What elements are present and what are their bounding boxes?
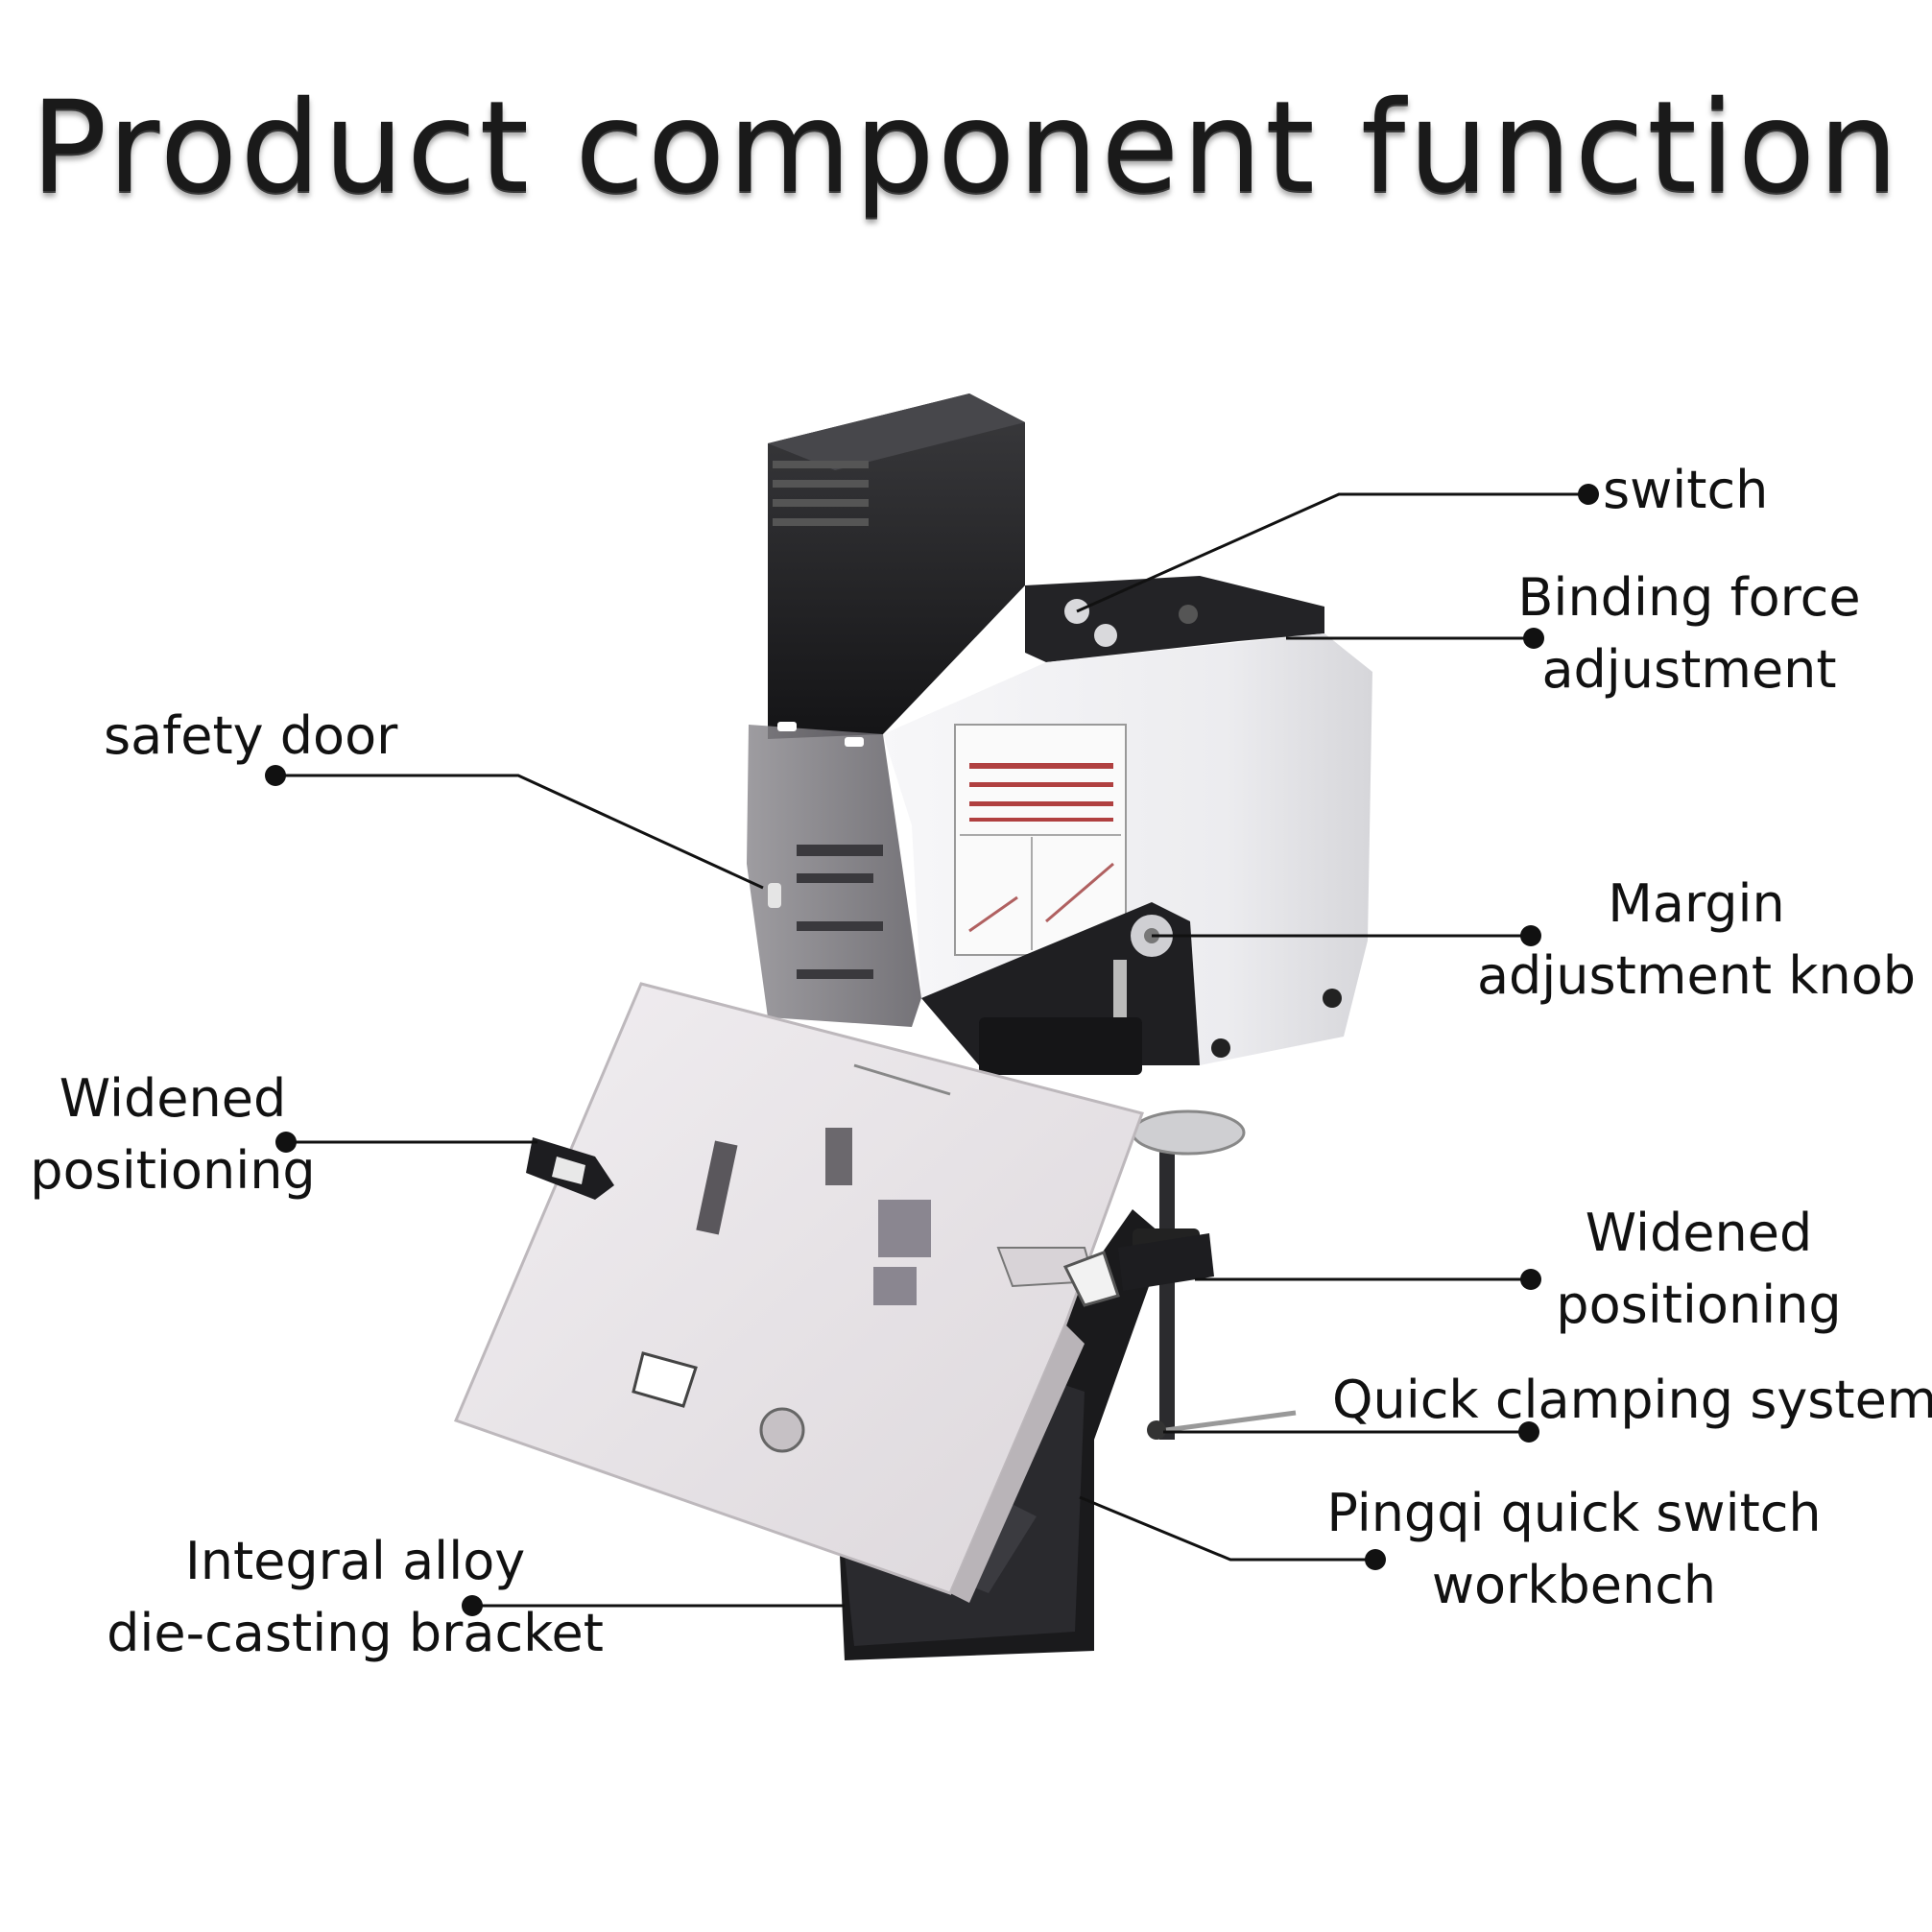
label-widened-left-line2: positioning (30, 1139, 316, 1201)
left-positioning-clip (526, 1137, 614, 1200)
switch-leader (1076, 492, 1588, 613)
widened-left-dot (275, 1132, 297, 1153)
widened-right-dot (1520, 1269, 1541, 1290)
housing-screw (1323, 989, 1342, 1008)
quick-clamping-dot (1518, 1421, 1539, 1443)
right-positioning-clip (1062, 1233, 1214, 1307)
vent-grille (773, 461, 869, 526)
safety-door-leader (275, 774, 764, 890)
pingqi-dot (1365, 1549, 1386, 1570)
label-widened-right-line1: Widened (1585, 1203, 1813, 1263)
label-widened-left-line1: Widened (59, 1068, 287, 1129)
label-pingqi: Pingqi quick switch workbench (1320, 1478, 1828, 1621)
pingqi-leader (1079, 1495, 1375, 1562)
binding-force-knob (1094, 624, 1117, 647)
label-widened-left: Widened positioning (19, 1063, 326, 1206)
label-margin-knob: Margin adjustment knob (1468, 869, 1924, 1012)
binding-force-dot (1523, 628, 1544, 649)
label-pingqi-line2: workbench (1431, 1554, 1717, 1615)
warning-label (954, 724, 1127, 956)
label-binding-force: Binding force adjustment (1497, 562, 1881, 705)
label-margin-knob-line1: Margin (1608, 873, 1785, 934)
leader-dots (265, 484, 1599, 1616)
margin-knob-dot (1520, 925, 1541, 946)
label-safety-door: safety door (104, 705, 398, 766)
label-binding-force-line1: Binding force (1517, 567, 1861, 628)
workbench-plate (453, 982, 1144, 1603)
label-widened-right: Widened positioning (1545, 1198, 1852, 1341)
safety-door-dot (265, 765, 286, 786)
bracket-dot (462, 1595, 483, 1616)
label-bracket: Integral alloy die-casting bracket (96, 1526, 614, 1669)
label-binding-force-line2: adjustment (1541, 638, 1837, 700)
page-title: Product component function (30, 74, 1902, 222)
label-pingqi-line1: Pingqi quick switch (1326, 1483, 1822, 1543)
housing-screw (1211, 1038, 1230, 1058)
label-switch: switch (1603, 460, 1769, 520)
safety-door (747, 722, 921, 1027)
label-margin-knob-line2: adjustment knob (1476, 944, 1917, 1006)
label-bracket-line2: die-casting bracket (107, 1602, 604, 1663)
shelf-hole (1179, 605, 1198, 624)
leader-lines (275, 492, 1588, 1608)
label-quick-clamping: Quick clamping system (1332, 1370, 1932, 1430)
top-housing (768, 394, 1324, 739)
label-widened-right-line2: positioning (1556, 1274, 1842, 1335)
label-bracket-line1: Integral alloy (184, 1531, 526, 1591)
switch-dot (1578, 484, 1599, 505)
